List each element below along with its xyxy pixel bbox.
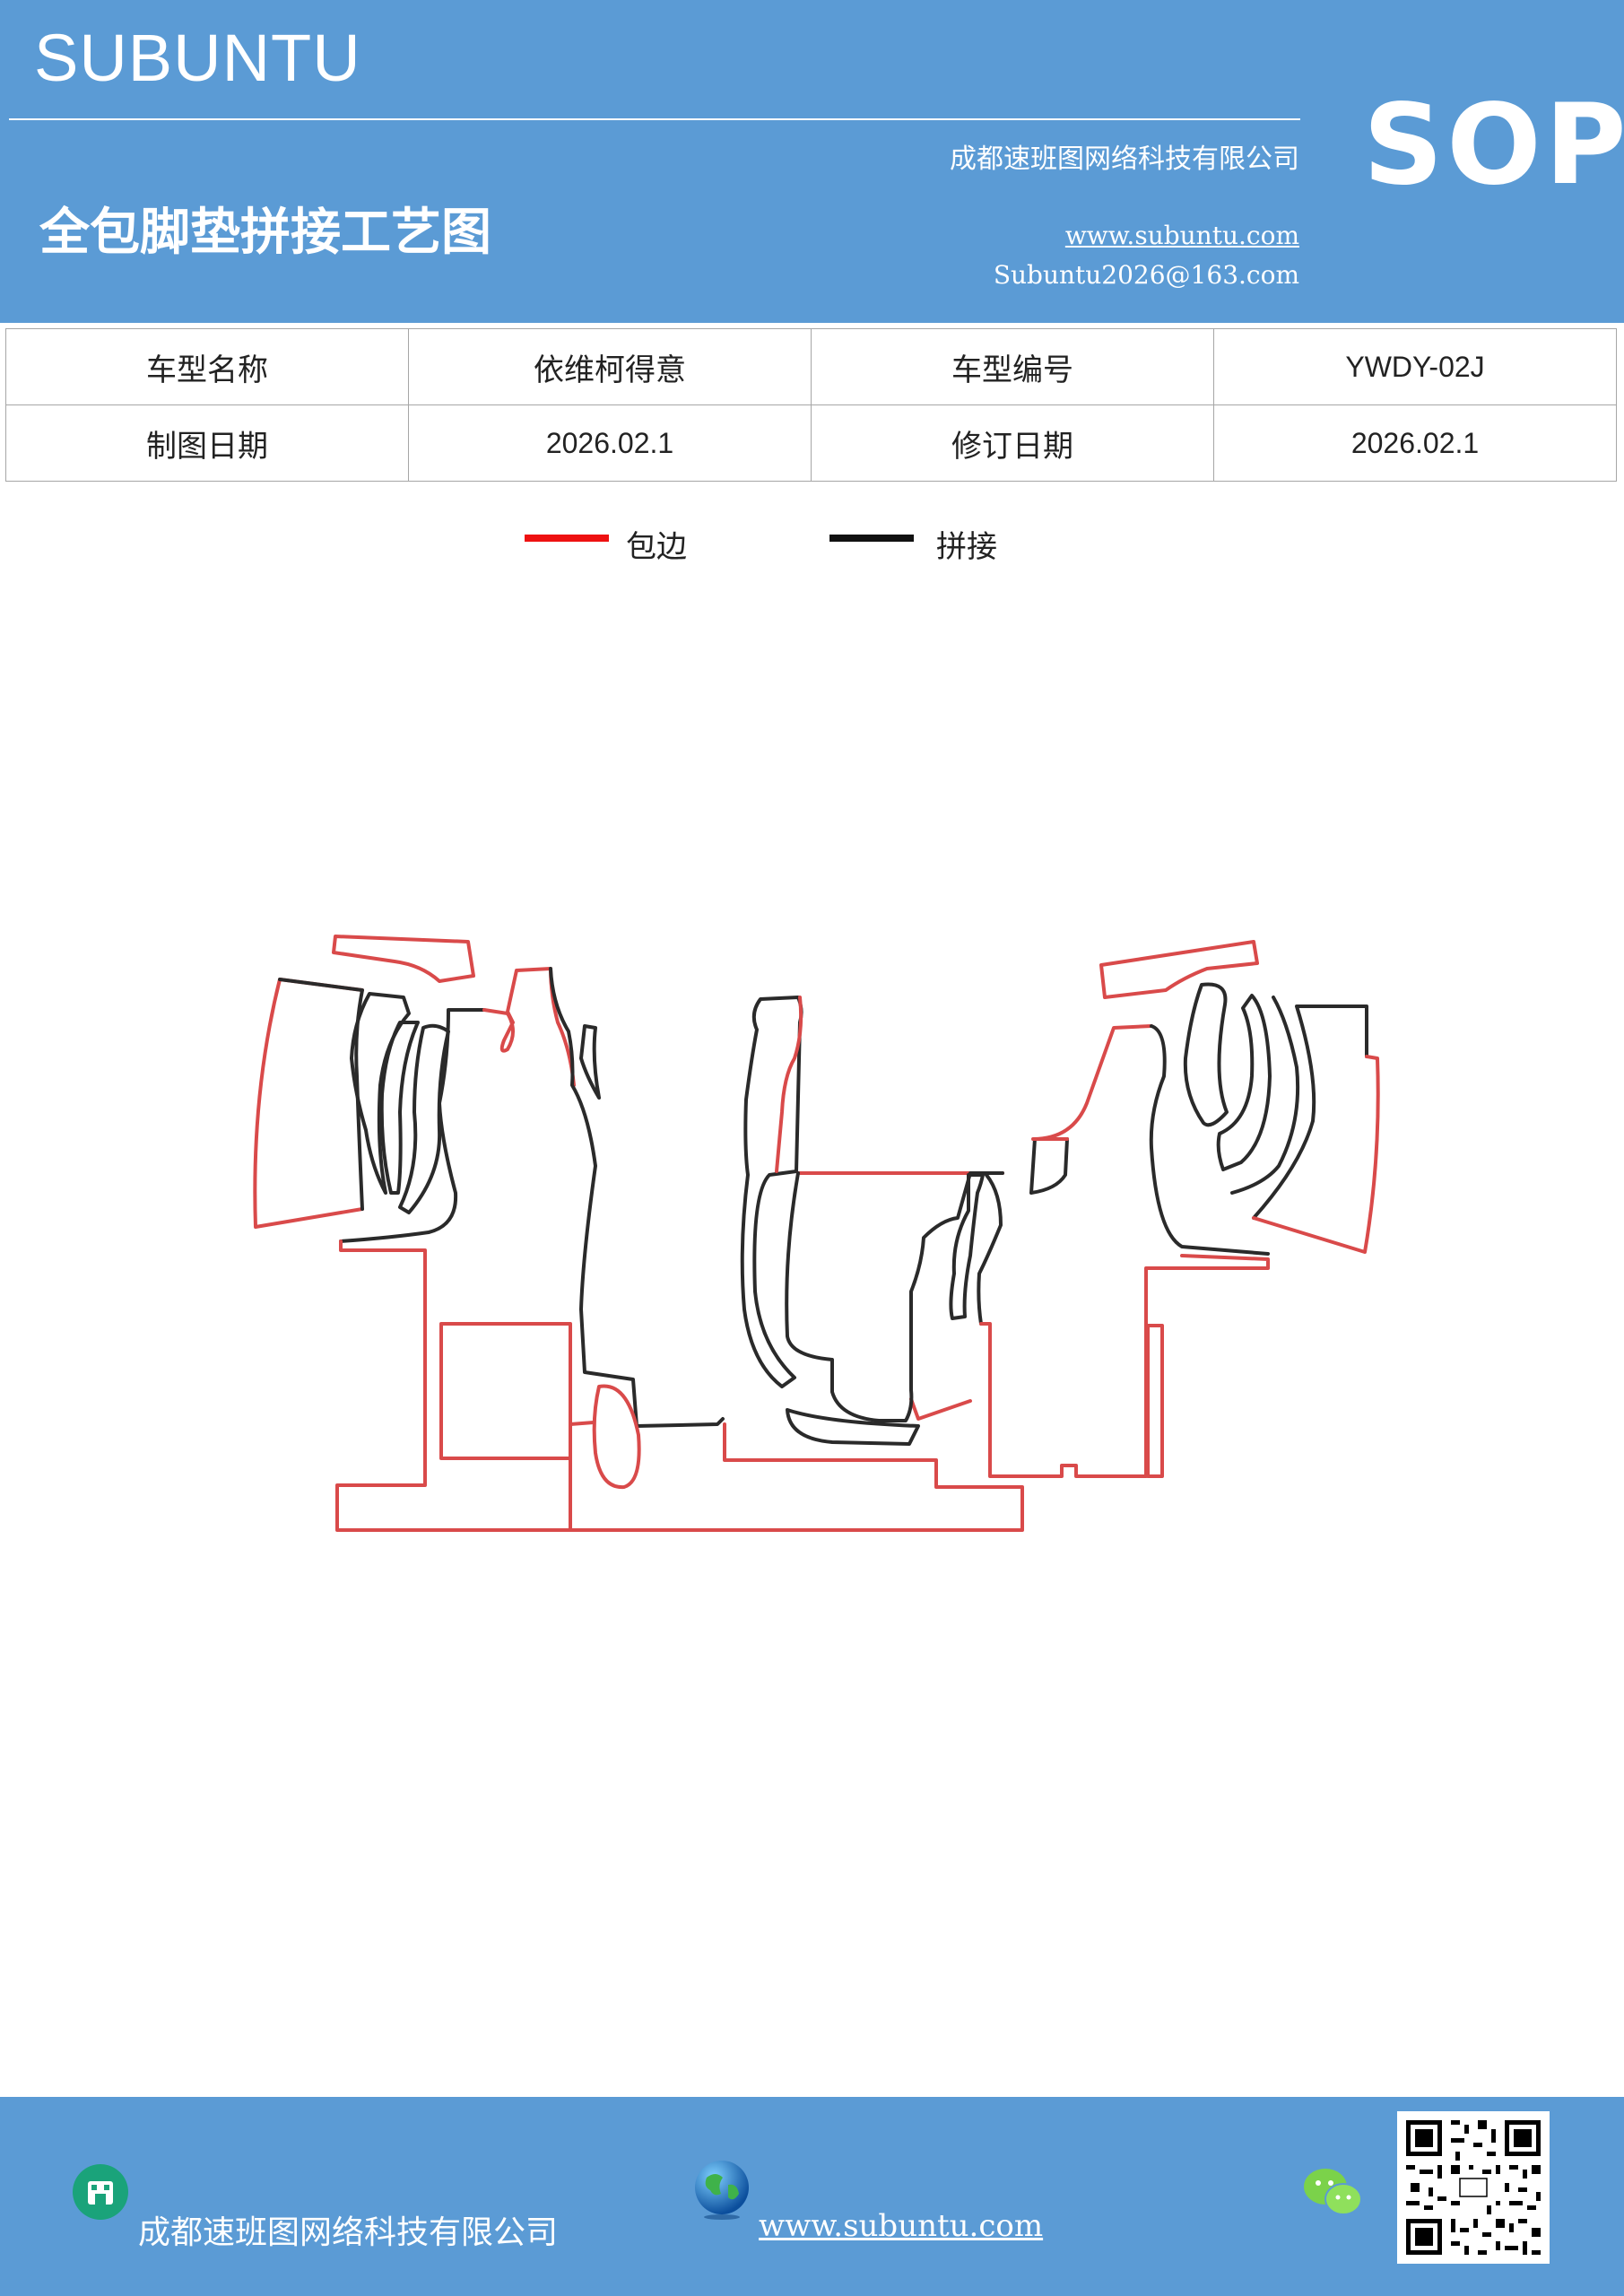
seat-bottom-join — [786, 1408, 920, 1446]
bottom-edge — [569, 1422, 1024, 1532]
footer-company-name: 成都速班图网络科技有限公司 — [138, 2214, 559, 2251]
website-link[interactable]: www.subuntu.com — [1064, 221, 1299, 250]
left-mid-join — [549, 967, 725, 1428]
floor-mat-diagram — [253, 935, 1380, 1532]
tunnel-edge — [775, 996, 803, 1173]
right-arch-edge — [1252, 1055, 1380, 1254]
right-strip-5 — [1230, 996, 1300, 1195]
legend: 包边 拼接 — [0, 522, 1624, 576]
wechat-icon — [1302, 2165, 1365, 2219]
right-mid-edge — [1031, 1024, 1153, 1141]
model-code-label: 车型编号 — [811, 328, 1214, 405]
tunnel-join — [740, 996, 803, 1388]
model-name-label: 车型名称 — [5, 328, 409, 405]
draw-date-value: 2026.02.1 — [408, 404, 812, 482]
revise-date-label: 修订日期 — [811, 404, 1214, 482]
table-row: 制图日期 2026.02.1 修订日期 2026.02.1 — [5, 404, 1617, 482]
left-strip-1 — [350, 992, 411, 1195]
left-body-join — [339, 1008, 486, 1243]
left-strip-2 — [379, 1021, 420, 1195]
footer-banner: 成都速班图网络科技有限公司 www.subuntu.com — [0, 2097, 1624, 2296]
left-body-edge — [482, 967, 576, 1087]
building-icon — [72, 2163, 129, 2221]
right-mid-join — [1029, 1137, 1069, 1195]
right-top-strip — [1099, 940, 1259, 999]
model-name-value: 依维柯得意 — [408, 328, 812, 405]
globe-icon — [690, 2158, 753, 2221]
email-address: Subuntu2026@163.com — [993, 260, 1299, 290]
left-tall-join — [579, 1024, 601, 1100]
seat-box-join — [785, 1171, 1004, 1422]
sop-badge: SOP — [1363, 81, 1624, 210]
legend-edge-label: 包边 — [626, 529, 687, 565]
right-strip-2 — [977, 1173, 1003, 1326]
right-strip-3 — [1183, 982, 1229, 1127]
left-arch-join — [278, 978, 364, 1211]
left-arch-edge — [253, 978, 364, 1229]
draw-date-label: 制图日期 — [5, 404, 409, 482]
legend-edge-swatch — [525, 535, 609, 542]
right-body-edge — [979, 1254, 1270, 1478]
brand-name: SUBUNTU — [34, 21, 361, 95]
company-name: 成都速班图网络科技有限公司 — [950, 144, 1299, 175]
right-slot-edge — [1146, 1324, 1164, 1478]
right-main-join — [1149, 1024, 1270, 1256]
right-arch-join — [1252, 1004, 1368, 1220]
vehicle-info-table: 车型名称 依维柯得意 车型编号 YWDY-02J 制图日期 2026.02.1 … — [5, 328, 1617, 482]
revise-date-value: 2026.02.1 — [1213, 404, 1617, 482]
qr-code — [1397, 2111, 1550, 2264]
left-drop-edge — [592, 1384, 641, 1490]
left-square-edge — [439, 1322, 572, 1460]
legend-join-label: 拼接 — [936, 529, 997, 565]
header-divider — [9, 118, 1300, 120]
seat-box-edge — [796, 1171, 1004, 1421]
right-strip-4 — [1216, 994, 1272, 1171]
legend-join-swatch — [829, 535, 914, 542]
document-title: 全包脚垫拼接工艺图 — [39, 204, 491, 262]
model-code-value: YWDY-02J — [1213, 328, 1617, 405]
right-strip-1 — [949, 1173, 985, 1320]
header-banner: SUBUNTU 成都速班图网络科技有限公司 全包脚垫拼接工艺图 www.subu… — [0, 0, 1624, 323]
left-top-strip — [332, 935, 475, 983]
table-row: 车型名称 依维柯得意 车型编号 YWDY-02J — [5, 328, 1617, 405]
left-outer-edge — [335, 1239, 595, 1532]
footer-website-link[interactable]: www.subuntu.com — [759, 2208, 1044, 2244]
